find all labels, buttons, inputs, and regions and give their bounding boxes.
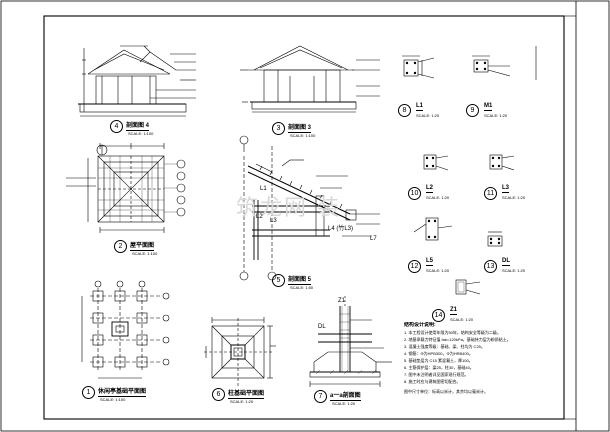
view-2-title: 屋平面图 [130,240,155,251]
section-13-scale: SCALE: 1:20 [502,268,526,273]
section-8-title: L1 [416,103,424,111]
view-5-number: 5 [272,274,285,287]
view-1-number: 1 [82,386,95,399]
watermark: 筑龙网 装 [236,196,341,221]
section-9-title: M1 [484,103,493,111]
section-12-scale: SCALE: 1:20 [426,268,450,273]
beam-label-l3: L3 [270,218,277,224]
notes-line: 6. 主筋保护层：梁25，柱30，基础40。 [404,365,474,370]
notes-line: 1. 本工程设计使用年限为50年，结构安全等级为二级。 [404,330,501,335]
beam-label-l4: L4 (竹L3) [328,226,354,232]
section-10-title: L2 [426,185,434,193]
view-4-scale: SCALE: 1:100 [128,131,154,136]
view-3-title: 剖面图 3 [288,122,312,133]
section-3-drawing [240,45,380,113]
column-label: Z1 [338,298,346,304]
design-notes: 结构设计说明: 1. 本工程设计使用年限为50年，结构安全等级为二级。 2. 地… [404,322,564,395]
section-11-number: 11 [484,187,497,200]
section-13-title: DL [502,258,510,266]
section-12-title: L5 [426,258,434,266]
view-6-scale: SCALE: 1:20 [230,399,254,404]
section-12-number: 12 [408,260,421,273]
notes-line: 2. 地基承载力特征值 fak=120kPa，基础持力层为粉质粘土。 [404,337,511,342]
section-8-scale: SCALE: 1:20 [416,113,440,118]
view-5-title: 剖面图 5 [288,274,312,285]
section-4-drawing [78,45,196,117]
section-9-number: 9 [466,104,479,117]
section-9-scale: SCALE: 1:20 [484,113,508,118]
notes-line: 5. 基础垫层为 C15 素混凝土，厚100。 [404,358,473,363]
section-11-scale: SCALE: 1:20 [502,195,526,200]
section-10-scale: SCALE: 1:20 [426,195,450,200]
section-14-number: 14 [432,309,445,322]
view-7-title: a一a剖面图 [330,390,361,401]
beam-label-l2: L2 [256,214,263,220]
view-5-scale: SCALE: 1:50 [290,285,314,290]
column-foundation-plan-drawing [204,317,276,386]
view-6-number: 6 [212,388,225,401]
section-details-drawing [402,46,537,295]
section-13-number: 13 [484,260,497,273]
notes-line: 7. 图中未注明者详见国家现行规范。 [404,372,469,377]
view-1-scale: SCALE: 1:100 [100,397,126,402]
notes-line: 3. 混凝土强度等级：基础、梁、柱均为 C25。 [404,344,485,349]
roof-plan-drawing [66,143,186,233]
section-a-a-drawing [309,296,392,387]
view-7-scale: SCALE: 1:20 [332,401,356,406]
section-14-title: Z1 [450,307,458,315]
foundation-plan-drawing [81,280,170,379]
beam-label-l7: L7 [370,236,377,242]
view-6-title: 柱基础平面图 [228,388,265,399]
notes-line: 4. 钢筋：Φ为HPB300，Φ为HRB400。 [404,351,473,356]
view-3-scale: SCALE: 1:100 [290,133,316,138]
section-8-number: 8 [398,104,411,117]
section-14-scale: SCALE: 1:20 [450,317,474,322]
notes-footer: 图中尺寸单位：标高以米计，其余均以毫米计。 [404,389,488,394]
notes-heading: 结构设计说明: [404,322,436,328]
beam-label-l1: L1 [260,186,267,192]
notes-line: 8. 施工时应与建筑图密切配合。 [404,379,461,384]
view-4-number: 4 [110,120,123,133]
view-2-number: 2 [114,240,127,253]
section-11-title: L3 [502,185,510,193]
ground-beam-label: DL [318,324,326,330]
view-2-scale: SCALE: 1:100 [132,251,158,256]
view-7-number: 7 [314,390,327,403]
view-4-title: 剖面图 4 [126,120,150,131]
view-1-title: 休闲亭基础平面图 [98,386,147,397]
section-10-number: 10 [408,187,421,200]
section-5-drawing [239,135,380,281]
view-3-number: 3 [272,122,285,135]
